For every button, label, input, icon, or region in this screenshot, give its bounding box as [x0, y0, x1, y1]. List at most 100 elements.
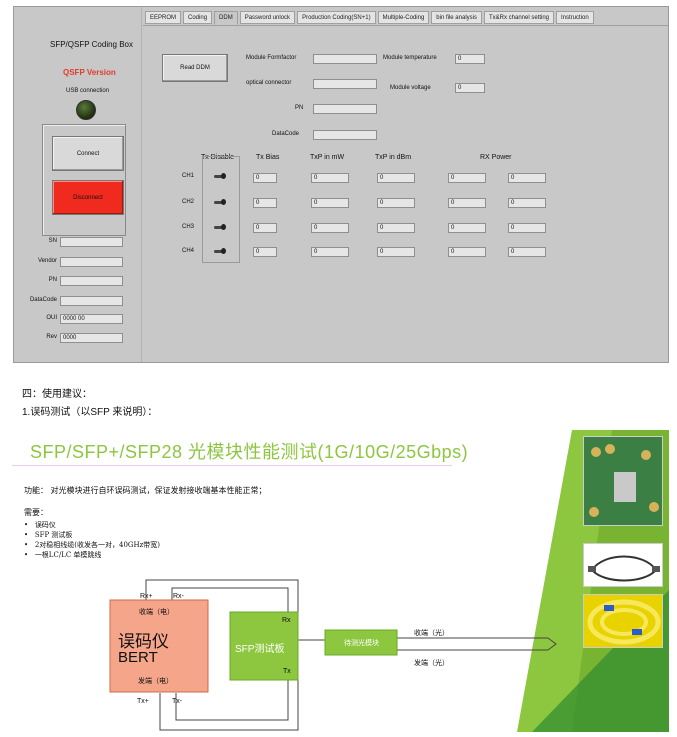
tx-disable-header: Tx Disable: [201, 154, 235, 161]
ch3-tx-bias: 0: [253, 223, 277, 233]
version-label: QSFP Version: [63, 68, 116, 77]
datacode-field[interactable]: [60, 296, 123, 306]
needs-item: • 2对稳相线缆(收发各一对，40GHz带宽): [24, 541, 161, 549]
tx-disable-group: [202, 156, 240, 263]
connect-frame: [42, 124, 126, 236]
usb-status-led-icon: [76, 100, 96, 120]
disconnect-button[interactable]: Disconnect: [52, 180, 124, 215]
send-opt-label: 发端（光）: [414, 659, 449, 667]
tab-production-coding[interactable]: Production Coding(SN+1): [297, 11, 376, 24]
needs-item: • 一根LC/LC 单模跳线: [24, 551, 102, 559]
ch4-label: CH4: [182, 248, 195, 254]
needs-item: • SFP 测试板: [24, 531, 73, 539]
needs-item: • 误码仪: [24, 521, 56, 529]
board-tx-label: Tx: [283, 668, 291, 675]
txp-mw-header: TxP in mW: [310, 154, 345, 161]
ch4-rx-power-2: 0: [508, 247, 546, 257]
tab-eeprom[interactable]: EEPROM: [145, 11, 182, 24]
section-heading: 四：使用建议：: [22, 389, 92, 400]
needs-list: • 误码仪 • SFP 测试板 • 2对稳相线缆(收发各一对，40GHz带宽) …: [24, 520, 160, 560]
bert-cn-label: 误码仪: [118, 632, 169, 651]
app-window: SFP/QSFP Coding Box QSFP Version USB con…: [13, 6, 669, 363]
ch2-rx-power-2: 0: [508, 198, 546, 208]
bert-en-label: BERT: [118, 649, 158, 666]
ch1-rx-power-2: 0: [508, 173, 546, 183]
datacode-label: DataCode: [29, 297, 57, 303]
vendor-field[interactable]: [60, 257, 123, 267]
ch3-txp-mw: 0: [311, 223, 349, 233]
slide: [12, 430, 669, 732]
slide-title: SFP/SFP+/SFP28 光模块性能测试(1G/10G/25Gbps): [30, 442, 469, 462]
ch3-txp-dbm: 0: [377, 223, 415, 233]
tab-multiple-coding[interactable]: Multiple-Coding: [377, 11, 430, 24]
tab-bin-file-analysis[interactable]: bin file analysis: [431, 11, 482, 24]
optical-connector-label: optical connector: [246, 80, 292, 86]
tab-instruction[interactable]: Instruction: [556, 11, 594, 24]
ch3-tx-disable-toggle-icon[interactable]: [214, 224, 226, 231]
function-text: 功能： 对光模块进行自环误码测试，保证发射接收端基本性能正常；: [24, 486, 267, 495]
ch4-txp-mw: 0: [311, 247, 349, 257]
pn-label: PN: [48, 277, 57, 283]
module-temperature-field[interactable]: 0: [455, 54, 485, 64]
sn-label: SN: [48, 238, 57, 244]
oui-label: OUI: [46, 315, 57, 321]
ch2-tx-disable-toggle-icon[interactable]: [214, 199, 226, 206]
rx-plus-label: Rx+: [140, 593, 153, 600]
usb-label: USB connection: [66, 88, 110, 94]
read-ddm-button[interactable]: Read DDM: [162, 54, 228, 82]
pn-field-ddm[interactable]: [313, 104, 377, 114]
tab-txrx-channel-setting[interactable]: Tx&Rx channel setting: [483, 11, 555, 24]
cable-photo: [583, 543, 663, 587]
optical-connector-field[interactable]: [313, 79, 377, 89]
datacode-field-ddm[interactable]: [313, 130, 377, 140]
fiber-patch-photo: [583, 594, 663, 648]
ch2-txp-dbm: 0: [377, 198, 415, 208]
rx-power-header: RX Power: [480, 154, 512, 161]
needs-label: 需要：: [24, 508, 48, 517]
recv-elec-label: 收端（电）: [139, 608, 174, 616]
ch2-label: CH2: [182, 199, 195, 205]
cable-image-icon: [588, 555, 660, 582]
datacode-label-ddm: DataCode: [272, 131, 300, 137]
tab-coding[interactable]: Coding: [183, 11, 213, 24]
ch4-txp-dbm: 0: [377, 247, 415, 257]
pn-label-ddm: PN: [295, 105, 304, 111]
connect-button[interactable]: Connect: [52, 136, 124, 171]
oui-field[interactable]: 0000 00: [60, 314, 123, 324]
vendor-label: Vendor: [37, 258, 57, 264]
test-board-photo: [583, 436, 663, 526]
ch1-txp-mw: 0: [311, 173, 349, 183]
sn-field[interactable]: [60, 237, 123, 247]
ch4-rx-power-1: 0: [448, 247, 486, 257]
module-formfactor-field[interactable]: [313, 54, 377, 64]
item-heading: 1.误码测试（以SFP 来说明）：: [22, 407, 158, 418]
rev-label: Rev: [46, 334, 57, 340]
ch2-txp-mw: 0: [311, 198, 349, 208]
module-voltage-field[interactable]: 0: [455, 83, 485, 93]
module-formfactor-label: Module Formfactor: [246, 55, 297, 61]
module-voltage-label: Module voltage: [390, 85, 431, 91]
ch1-label: CH1: [182, 173, 195, 179]
txp-dbm-header: TxP in dBm: [375, 154, 412, 161]
send-elec-label: 发端（电）: [138, 677, 173, 685]
ddm-tab-panel: Read DDM Module Formfactor optical conne…: [143, 25, 668, 362]
ch1-tx-disable-toggle-icon[interactable]: [214, 173, 226, 180]
left-panel: SFP/QSFP Coding Box QSFP Version USB con…: [14, 7, 142, 362]
ch1-tx-bias: 0: [253, 173, 277, 183]
pn-field[interactable]: [60, 276, 123, 286]
ch3-rx-power-2: 0: [508, 223, 546, 233]
tab-password-unlock[interactable]: Password unlock: [239, 11, 296, 24]
tx-minus-label: Tx-: [172, 698, 183, 705]
app-title: SFP/QSFP Coding Box: [50, 40, 133, 49]
ch1-rx-power-1: 0: [448, 173, 486, 183]
ch2-tx-bias: 0: [253, 198, 277, 208]
rev-field[interactable]: 0000: [60, 333, 123, 343]
tx-bias-header: Tx Bias: [256, 154, 280, 161]
ch4-tx-disable-toggle-icon[interactable]: [214, 248, 226, 255]
module-temperature-label: Module temperature: [383, 55, 437, 61]
tab-ddm[interactable]: DDM: [214, 11, 238, 25]
ch2-rx-power-1: 0: [448, 198, 486, 208]
ch1-txp-dbm: 0: [377, 173, 415, 183]
tab-bar: EEPROM Coding DDM Password unlock Produc…: [145, 11, 594, 25]
ch3-label: CH3: [182, 224, 195, 230]
